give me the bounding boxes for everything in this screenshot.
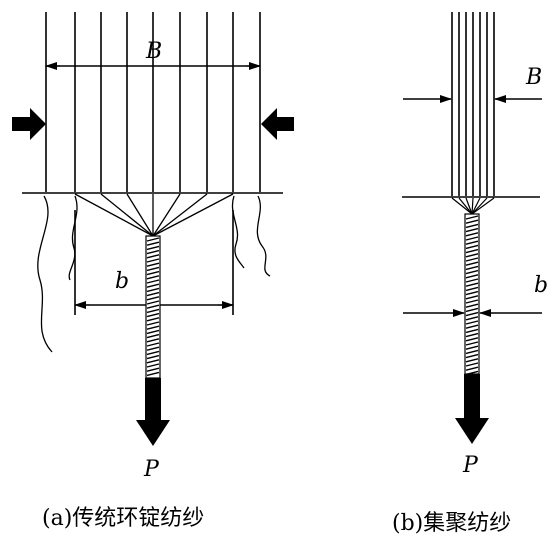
yarn-twist-stroke bbox=[465, 227, 479, 233]
yarn-twist-stroke bbox=[465, 232, 479, 237]
yarn-twist-stroke bbox=[465, 290, 479, 296]
yarn-twist-stroke bbox=[465, 244, 479, 250]
yarn-twist-stroke bbox=[146, 258, 160, 263]
yarn-twist-stroke bbox=[465, 307, 479, 313]
yarn-twist-stroke bbox=[146, 342, 160, 347]
panel-b-label-P: P bbox=[462, 453, 479, 478]
yarn-twist-stroke bbox=[146, 346, 160, 351]
yarn-twist-stroke bbox=[465, 215, 479, 220]
yarn-twist-stroke bbox=[465, 349, 479, 355]
yarn-twist-stroke bbox=[465, 236, 479, 241]
yarn-twist-stroke bbox=[465, 223, 479, 229]
yarn-twist-stroke bbox=[146, 367, 160, 372]
yarn-twist-stroke bbox=[146, 291, 160, 297]
yarn-twist-stroke bbox=[146, 304, 160, 309]
yarn-twist-stroke bbox=[146, 325, 160, 330]
yarn-twist-stroke bbox=[465, 274, 479, 279]
panel-b-fibres bbox=[451, 12, 495, 196]
panel-a-label-P: P bbox=[143, 457, 160, 482]
yarn-twist-stroke bbox=[465, 320, 479, 325]
yarn-twist-stroke bbox=[146, 245, 160, 251]
yarn-twist-stroke bbox=[146, 333, 160, 339]
panel-a-spinning-triangle bbox=[74, 193, 234, 237]
yarn-twist-stroke bbox=[465, 316, 479, 321]
yarn-twist-stroke bbox=[146, 275, 160, 280]
yarn-twist-stroke bbox=[465, 282, 479, 287]
panel-b-spinning-triangle bbox=[451, 197, 495, 215]
yarn-twist-stroke bbox=[146, 350, 160, 356]
panel-a-label-b: b bbox=[115, 269, 129, 294]
yarn-twist-stroke bbox=[465, 261, 479, 266]
yarn-twist-stroke bbox=[465, 311, 479, 317]
yarn-twist-stroke bbox=[146, 254, 160, 259]
yarn-twist-stroke bbox=[465, 248, 479, 254]
panel-a-output-arrow bbox=[136, 378, 170, 446]
yarn-twist-stroke bbox=[465, 219, 479, 224]
yarn-twist-stroke bbox=[465, 362, 479, 367]
yarn-twist-stroke bbox=[146, 283, 160, 288]
yarn-twist-stroke bbox=[146, 371, 160, 377]
yarn-twist-stroke bbox=[146, 329, 160, 335]
yarn-twist-stroke bbox=[146, 237, 160, 242]
yarn-twist-stroke bbox=[146, 287, 160, 293]
yarn-twist-stroke bbox=[146, 249, 160, 255]
yarn-twist-stroke bbox=[146, 308, 160, 314]
yarn-twist-stroke bbox=[146, 359, 160, 364]
panel-b-yarn bbox=[464, 213, 480, 376]
yarn-twist-stroke bbox=[465, 299, 479, 304]
panel-b: B b P (b)集聚纺纱 bbox=[392, 12, 548, 536]
yarn-twist-stroke bbox=[146, 241, 160, 246]
yarn-twist-stroke bbox=[465, 370, 479, 376]
yarn-twist-stroke bbox=[465, 303, 479, 308]
yarn-twist-stroke bbox=[465, 345, 479, 350]
panel-a-right-condense-arrow bbox=[261, 108, 294, 140]
yarn-twist-stroke bbox=[465, 358, 479, 363]
yarn-twist-stroke bbox=[465, 278, 479, 283]
yarn-twist-stroke bbox=[465, 337, 479, 342]
yarn-twist-stroke bbox=[146, 266, 160, 272]
yarn-twist-stroke bbox=[465, 286, 479, 292]
yarn-twist-stroke bbox=[146, 363, 160, 368]
yarn-twist-stroke bbox=[465, 265, 479, 271]
yarn-twist-stroke bbox=[465, 295, 479, 300]
yarn-twist-stroke bbox=[465, 328, 479, 334]
yarn-twist-stroke bbox=[465, 253, 479, 258]
yarn-twist-stroke bbox=[146, 317, 160, 322]
yarn-twist-stroke bbox=[146, 296, 160, 301]
panel-a: B b bbox=[12, 12, 294, 531]
yarn-twist-stroke bbox=[146, 354, 160, 360]
yarn-twist-stroke bbox=[465, 341, 479, 346]
yarn-twist-stroke bbox=[146, 279, 160, 284]
yarn-twist-stroke bbox=[465, 240, 479, 245]
yarn-twist-stroke bbox=[146, 312, 160, 318]
yarn-twist-stroke bbox=[146, 300, 160, 305]
panel-b-label-B: B bbox=[525, 65, 542, 90]
panel-a-yarn bbox=[145, 235, 161, 379]
panel-a-edge-fibres bbox=[37, 195, 271, 353]
yarn-twist-stroke bbox=[146, 262, 160, 267]
yarn-twist-stroke bbox=[146, 338, 160, 343]
panel-a-fibres bbox=[45, 12, 261, 192]
panel-b-label-b: b bbox=[534, 273, 548, 298]
yarn-twist-stroke bbox=[465, 257, 479, 262]
yarn-twist-stroke bbox=[465, 366, 479, 371]
yarn-twist-stroke bbox=[465, 269, 479, 275]
yarn-twist-stroke bbox=[146, 270, 160, 276]
panel-a-caption: (a)传统环锭纺纱 bbox=[42, 506, 204, 531]
yarn-twist-stroke bbox=[465, 324, 479, 329]
yarn-twist-stroke bbox=[146, 321, 160, 326]
panel-b-caption: (b)集聚纺纱 bbox=[392, 511, 511, 536]
panel-b-output-arrow bbox=[455, 374, 489, 444]
yarn-twist-stroke bbox=[465, 353, 479, 359]
yarn-twist-stroke bbox=[465, 332, 479, 338]
panel-a-left-condense-arrow bbox=[12, 108, 46, 140]
panel-a-label-B: B bbox=[145, 39, 162, 64]
